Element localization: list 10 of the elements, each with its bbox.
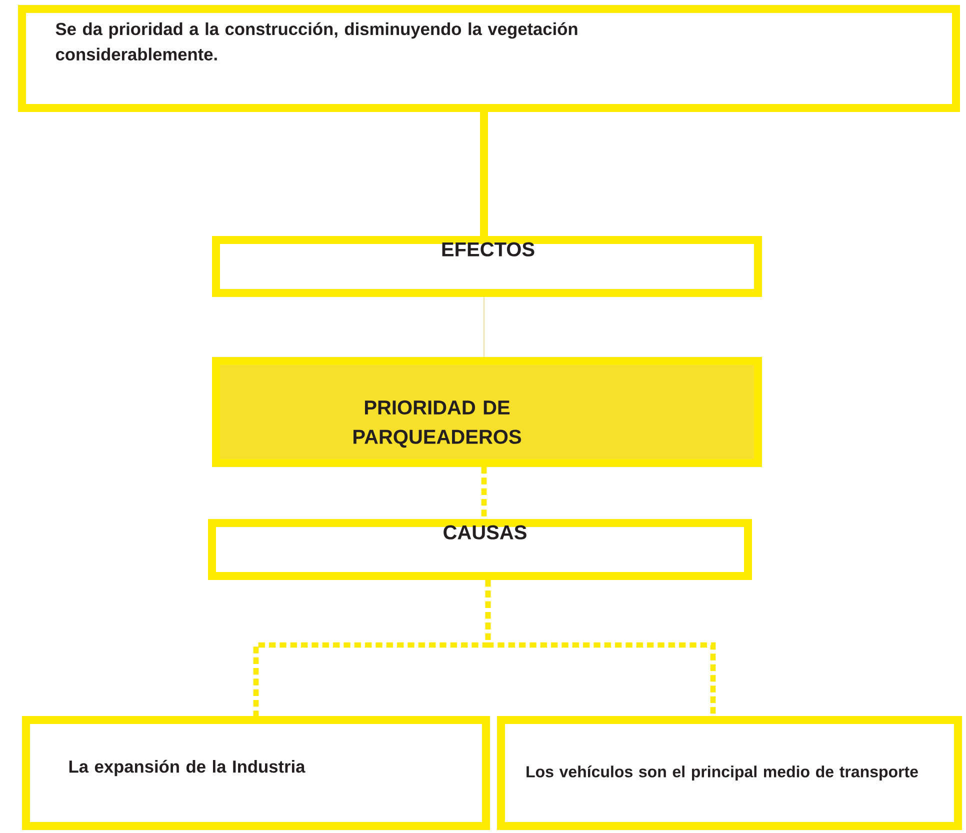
connector-line [483,297,485,357]
connector-line [480,112,488,236]
connector-line [485,580,716,716]
heading-box: EFECTOS [212,236,762,297]
cause-box: La expansión de la Industria [22,716,490,830]
effect-box: Se da prioridad a la construcción, disminuyendo la vegetación considerablemente. [18,5,960,112]
connector-line [481,467,487,519]
heading-box: CAUSAS [208,519,752,580]
problem-box: PRIORIDAD DE PARQUEADEROS [212,357,762,467]
cause-box: Los vehículos son el principal medio de transporte [497,716,962,830]
